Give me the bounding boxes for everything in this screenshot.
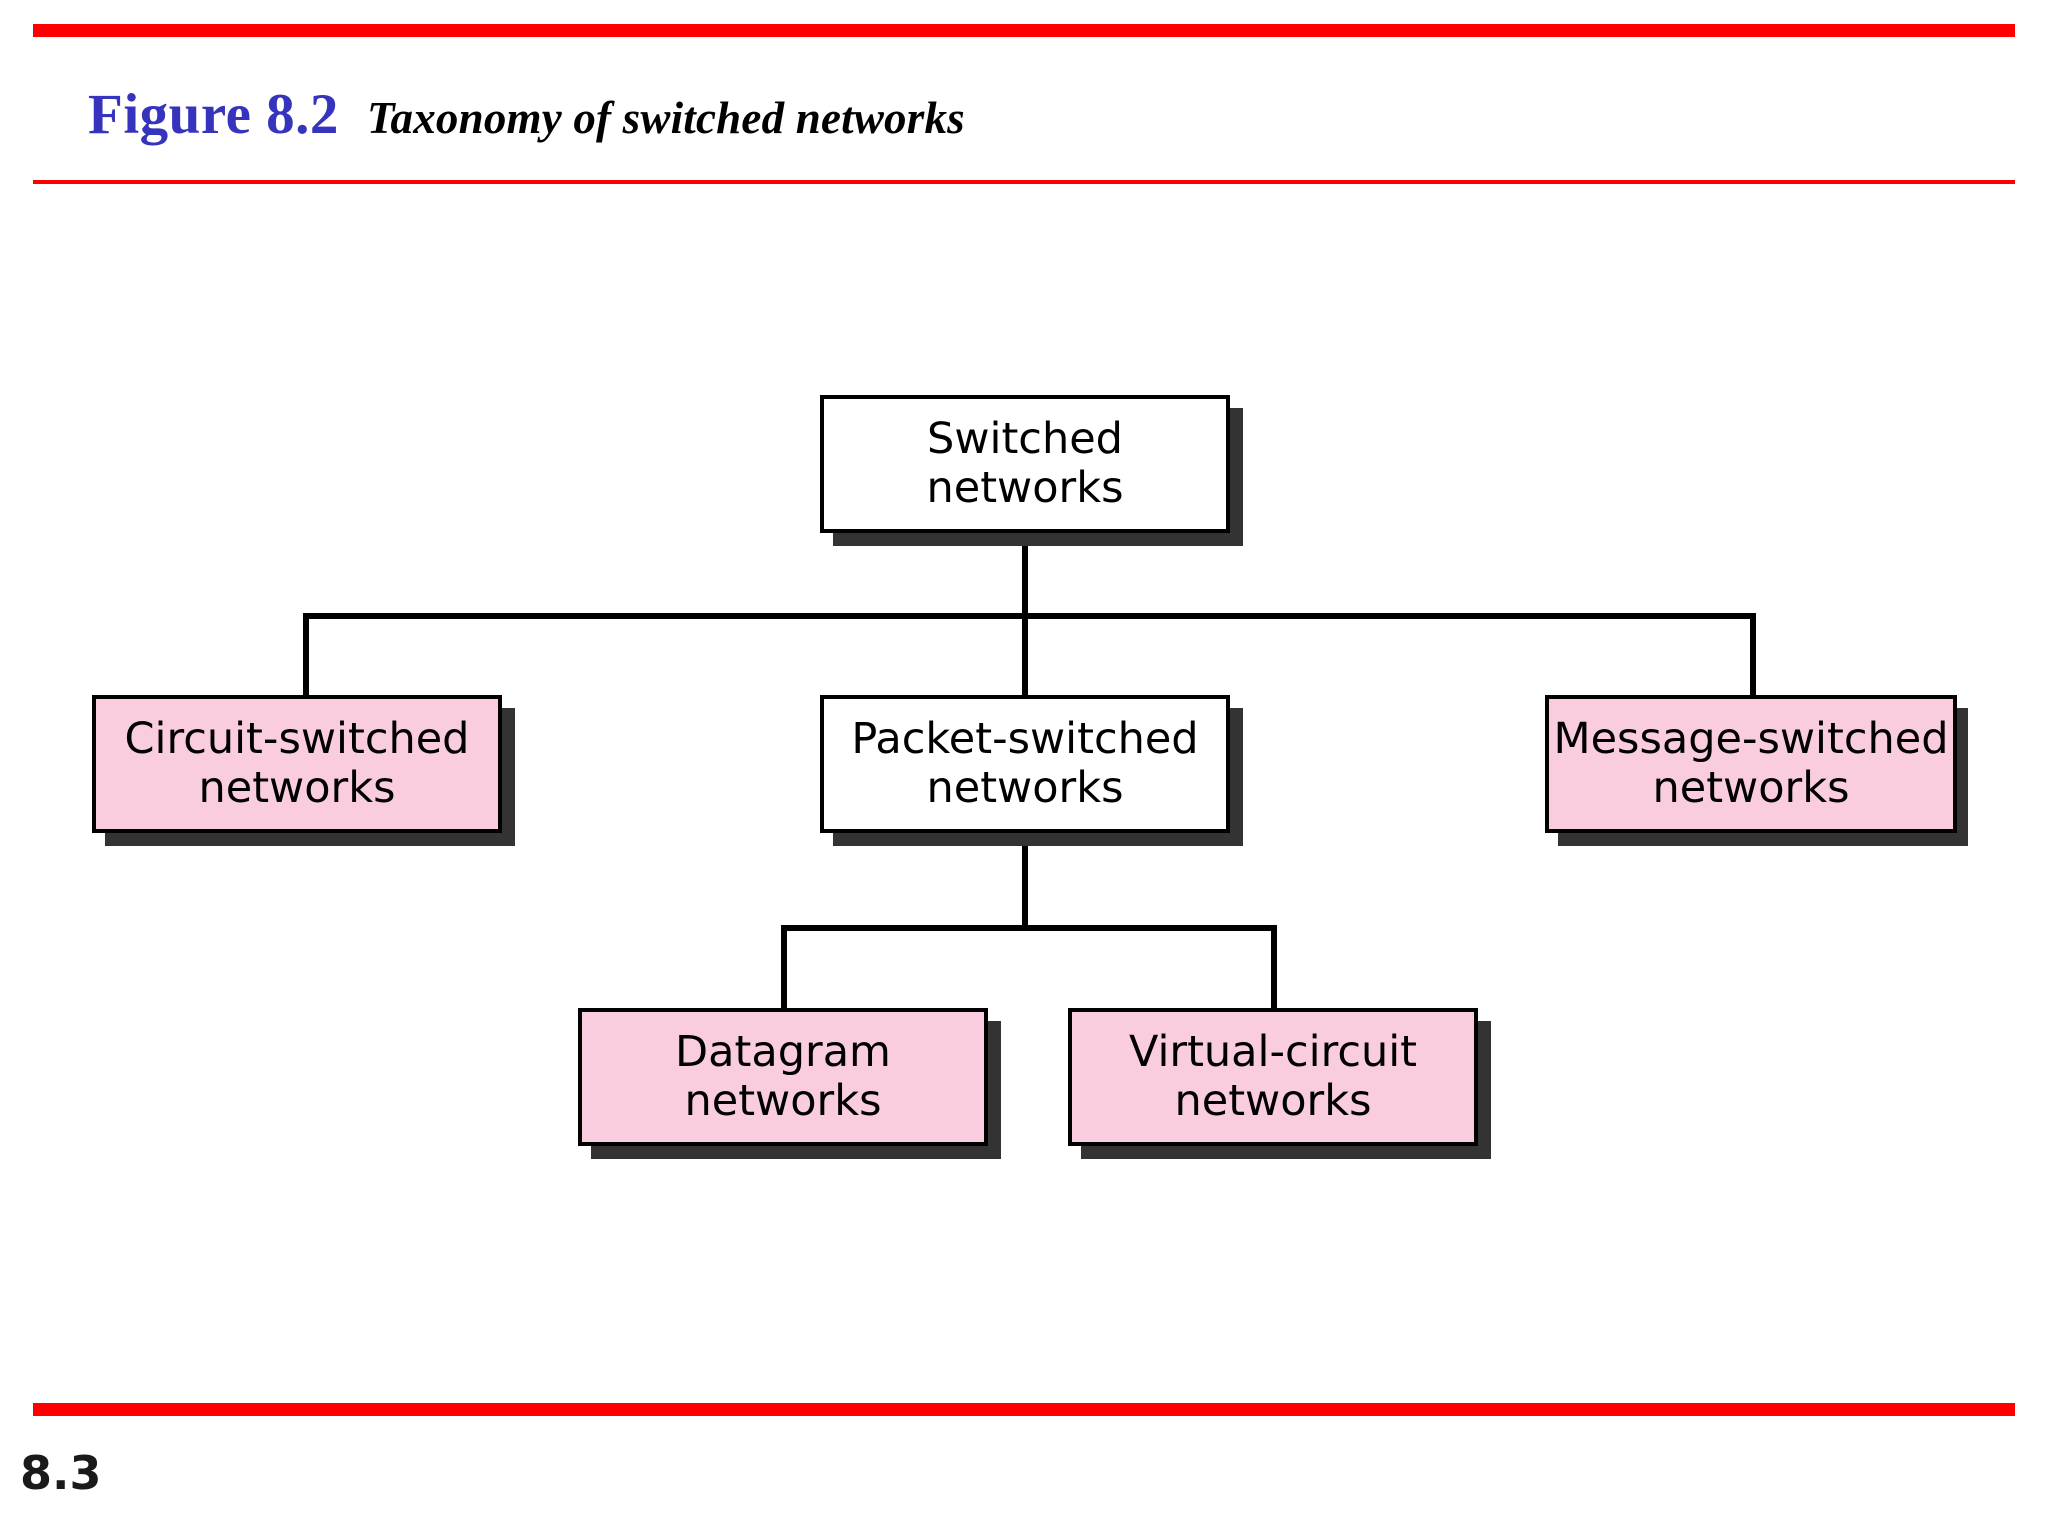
node-label-line2: networks xyxy=(1174,1076,1372,1126)
connector-root-stem xyxy=(1022,533,1028,617)
connector-level2-bus xyxy=(781,925,1277,931)
bottom-accent-rule xyxy=(33,1403,2015,1416)
node-label-line2: networks xyxy=(198,763,396,813)
figure-number-label: Figure 8.2 xyxy=(88,83,339,146)
connector-drop-virtual xyxy=(1271,925,1277,1012)
connector-drop-circuit xyxy=(303,613,309,697)
node-label-line1: Circuit-switched xyxy=(124,714,470,765)
node-label-line1: Message-switched xyxy=(1553,714,1949,765)
connector-drop-message xyxy=(1750,613,1756,697)
node-circuit-switched-networks[interactable]: Circuit-switched networks xyxy=(92,695,502,833)
node-label-line1: Datagram xyxy=(675,1027,891,1078)
node-label-line2: networks xyxy=(1652,763,1850,813)
node-label-line1: Virtual-circuit xyxy=(1128,1027,1418,1078)
title-underline-rule xyxy=(33,180,2015,184)
node-packet-switched-networks[interactable]: Packet-switched networks xyxy=(820,695,1230,833)
node-label-line2: networks xyxy=(926,463,1124,513)
node-label-line1: Packet-switched xyxy=(851,714,1199,765)
connector-packet-stem xyxy=(1022,833,1028,930)
node-virtual-circuit-networks[interactable]: Virtual-circuit networks xyxy=(1068,1008,1478,1146)
page-number: 8.3 xyxy=(20,1446,102,1500)
node-message-switched-networks[interactable]: Message-switched networks xyxy=(1545,695,1957,833)
connector-drop-packet xyxy=(1022,613,1028,697)
top-accent-rule xyxy=(33,24,2015,37)
node-label-line2: networks xyxy=(684,1076,882,1126)
figure-title-row: Figure 8.2 Taxonomy of switched networks xyxy=(88,82,965,147)
figure-caption: Taxonomy of switched networks xyxy=(366,93,965,143)
node-datagram-networks[interactable]: Datagram networks xyxy=(578,1008,988,1146)
connector-level1-bus xyxy=(303,613,1756,619)
node-label-line2: networks xyxy=(926,763,1124,813)
node-switched-networks[interactable]: Switched networks xyxy=(820,395,1230,533)
node-label-line1: Switched xyxy=(927,414,1123,465)
connector-drop-datagram xyxy=(781,925,787,1012)
